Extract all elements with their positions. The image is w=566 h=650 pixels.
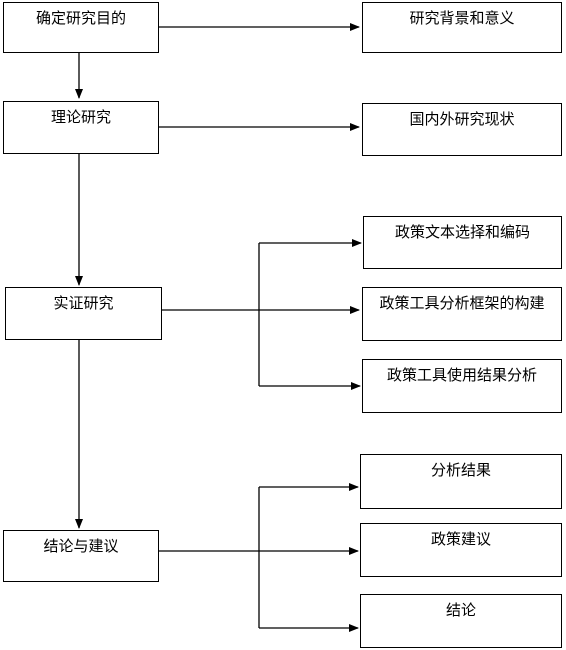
box-empirical-label: 实证研究 [53, 294, 114, 312]
box-tool-framework-label: 政策工具分析框架的构建 [379, 294, 545, 312]
box-policy-text-coding: 政策文本选择和编码 [363, 216, 562, 269]
box-conclusion: 结论 [360, 594, 562, 648]
box-policy-suggestions: 政策建议 [360, 523, 562, 577]
box-empirical: 实证研究 [5, 287, 162, 340]
box-research-status-label: 国内外研究现状 [409, 110, 515, 128]
box-analysis-results-label: 分析结果 [430, 461, 491, 479]
box-conclusion-suggestions-label: 结论与建议 [43, 537, 119, 555]
box-research-background-label: 研究背景和意义 [409, 9, 515, 27]
box-theory: 理论研究 [3, 101, 159, 154]
box-theory-label: 理论研究 [50, 108, 111, 126]
box-define-goal: 确定研究目的 [3, 2, 159, 53]
box-research-background: 研究背景和意义 [362, 2, 562, 53]
box-policy-text-coding-label: 政策文本选择和编码 [394, 223, 530, 241]
box-conclusion-suggestions: 结论与建议 [3, 530, 159, 582]
box-tool-usage-analysis: 政策工具使用结果分析 [362, 359, 562, 413]
box-tool-usage-analysis-label: 政策工具使用结果分析 [386, 366, 537, 384]
box-research-status: 国内外研究现状 [362, 103, 562, 156]
box-define-goal-label: 确定研究目的 [35, 9, 126, 27]
box-policy-suggestions-label: 政策建议 [430, 530, 491, 548]
box-conclusion-label: 结论 [445, 601, 476, 619]
box-analysis-results: 分析结果 [360, 454, 562, 509]
box-tool-framework: 政策工具分析框架的构建 [362, 287, 562, 341]
